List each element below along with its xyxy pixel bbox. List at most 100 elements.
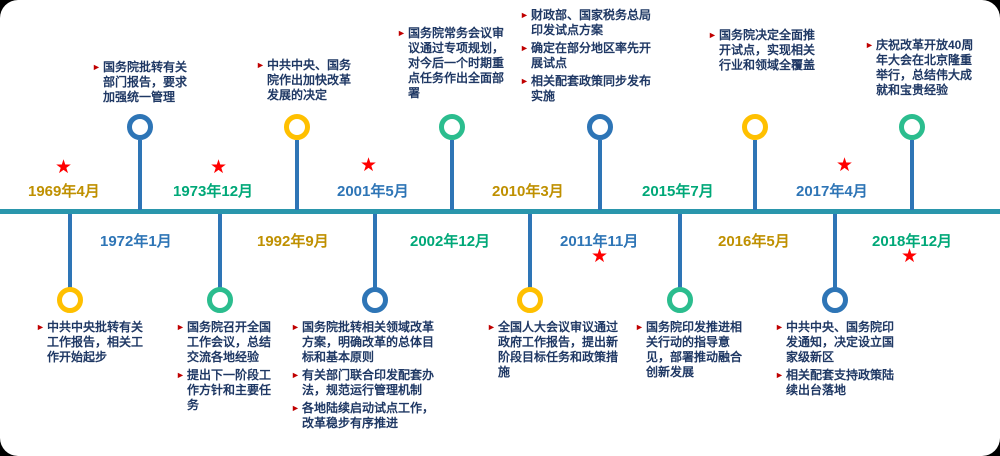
arrow-bullet-icon: ► [291,403,300,413]
event-text: 确定在部分地区率先开展试点 [531,41,652,70]
bullet-item: ►中共中央、国务院印发通知，决定设立国家级新区 [775,320,901,365]
event-description: ►中共中央、国务院作出加快改革发展的决定 [256,58,358,106]
bullet-item: ►国务院决定全面推开试点，实现相关行业和领域全覆盖 [708,28,820,73]
timeline-node [439,114,465,140]
bullet-item: ►相关配套政策同步发布实施 [520,74,662,104]
event-date: 2016年5月 [718,233,790,250]
event-text: 中共中央、国务院印发通知，决定设立国家级新区 [786,320,895,364]
event-date: 2018年12月 [872,233,953,250]
timeline-stem [295,140,299,210]
event-date: 1972年1月 [100,233,172,250]
arrow-bullet-icon: ► [635,322,644,332]
timeline-node [57,287,83,313]
event-date: 1973年12月 [173,183,254,200]
timeline-node [362,287,388,313]
event-text: 国务院召开全国工作会议，总结交流各地经验 [187,320,272,364]
event-text: 国务院批转相关领域改革方案，明确改革的总体目标和基本原则 [302,320,435,364]
bullet-item: ►各地陆续启动试点工作，改革稳步有序推进 [291,401,443,431]
timeline-stem [450,140,454,210]
arrow-bullet-icon: ► [520,43,529,53]
arrow-bullet-icon: ► [520,10,529,20]
event-date: 2002年12月 [410,233,491,250]
arrow-bullet-icon: ► [291,322,300,332]
timeline-node [587,114,613,140]
timeline-node [207,287,233,313]
event-description: ►财政部、国家税务总局印发试点方案 ►确定在部分地区率先开展试点 ►相关配套政策… [520,8,662,107]
event-description: ►国务院批转有关部门报告，要求加强统一管理 [92,60,192,108]
arrow-bullet-icon: ► [865,40,874,50]
event-date: 2001年5月 [337,183,409,200]
arrow-bullet-icon: ► [291,370,300,380]
event-text: 国务院印发推进相关行动的指导意见，部署推动融合创新发展 [646,320,743,379]
event-text: 财政部、国家税务总局印发试点方案 [531,8,652,37]
arrow-bullet-icon: ► [775,370,784,380]
arrow-bullet-icon: ► [397,28,406,38]
bullet-item: ►国务院批转相关领域改革方案，明确改革的总体目标和基本原则 [291,320,443,365]
timeline-stem [373,214,377,288]
bullet-item: ►国务院常务会议审议通过专项规划，对今后一个时期重点任务作出全面部署 [397,26,509,101]
arrow-bullet-icon: ► [92,62,101,72]
event-date: 2010年3月 [492,183,564,200]
bullet-item: ►国务院印发推进相关行动的指导意见，部署推动融合创新发展 [635,320,751,380]
bullet-item: ►确定在部分地区率先开展试点 [520,41,662,71]
timeline-stem [833,214,837,288]
bullet-item: ►中共中央、国务院作出加快改革发展的决定 [256,58,358,103]
event-text: 提出下一阶段工作方针和主要任务 [187,368,272,412]
bullet-item: ►有关部门联合印发配套办法，规范运行管理机制 [291,368,443,398]
star-icon: ★ [55,157,73,178]
timeline-node [284,114,310,140]
star-icon: ★ [901,246,919,267]
event-date: 2017年4月 [796,183,868,200]
event-description: ►全国人大会议审议通过政府工作报告，提出新阶段目标任务和政策措施 [487,320,619,383]
star-icon: ★ [591,246,609,267]
event-description: ►国务院批转相关领域改革方案，明确改革的总体目标和基本原则 ►有关部门联合印发配… [291,320,443,434]
event-description: ►国务院印发推进相关行动的指导意见，部署推动融合创新发展 [635,320,751,383]
arrow-bullet-icon: ► [487,322,496,332]
timeline-node [127,114,153,140]
event-description: ►国务院决定全面推开试点，实现相关行业和领域全覆盖 [708,28,820,76]
bullet-item: ►财政部、国家税务总局印发试点方案 [520,8,662,38]
bullet-item: ►提出下一阶段工作方针和主要任务 [176,368,282,413]
timeline-stem [138,140,142,210]
event-text: 相关配套政策同步发布实施 [531,74,652,103]
timeline-stem [678,214,682,288]
arrow-bullet-icon: ► [176,322,185,332]
event-date: 1992年9月 [257,233,329,250]
event-description: ►国务院召开全国工作会议，总结交流各地经验 ►提出下一阶段工作方针和主要任务 [176,320,282,416]
event-description: ►中共中央、国务院印发通知，决定设立国家级新区 ►相关配套支持政策陆续出台落地 [775,320,901,401]
event-text: 中共中央批转有关工作报告，相关工作开始起步 [47,320,144,364]
event-text: 相关配套支持政策陆续出台落地 [786,368,895,397]
timeline-stem [910,140,914,210]
timeline-node [742,114,768,140]
event-description: ►国务院常务会议审议通过专项规划，对今后一个时期重点任务作出全面部署 [397,26,509,104]
bullet-item: ►全国人大会议审议通过政府工作报告，提出新阶段目标任务和政策措施 [487,320,619,380]
timeline-node [517,287,543,313]
timeline-node [667,287,693,313]
timeline-stem [68,214,72,288]
arrow-bullet-icon: ► [708,30,717,40]
event-date: 1969年4月 [28,183,100,200]
bullet-item: ►相关配套支持政策陆续出台落地 [775,368,901,398]
timeline-node [899,114,925,140]
event-date: 2015年7月 [642,183,714,200]
event-text: 国务院批转有关部门报告，要求加强统一管理 [103,60,188,104]
timeline-stem [528,214,532,288]
bullet-item: ►庆祝改革开放40周年大会在北京隆重举行，总结伟大成就和宝贵经验 [865,38,977,98]
timeline-node [822,287,848,313]
bullet-item: ►国务院批转有关部门报告，要求加强统一管理 [92,60,192,105]
arrow-bullet-icon: ► [520,76,529,86]
event-date: 2011年11月 [560,233,639,250]
event-text: 全国人大会议审议通过政府工作报告，提出新阶段目标任务和政策措施 [498,320,619,379]
star-icon: ★ [360,155,378,176]
event-text: 各地陆续启动试点工作，改革稳步有序推进 [302,401,435,430]
bullet-item: ►国务院召开全国工作会议，总结交流各地经验 [176,320,282,365]
event-text: 国务院决定全面推开试点，实现相关行业和领域全覆盖 [719,28,816,72]
star-icon: ★ [210,157,228,178]
arrow-bullet-icon: ► [176,370,185,380]
timeline-axis [0,209,1000,214]
timeline-stem [753,140,757,210]
timeline-stem [218,214,222,288]
arrow-bullet-icon: ► [256,60,265,70]
arrow-bullet-icon: ► [36,322,45,332]
